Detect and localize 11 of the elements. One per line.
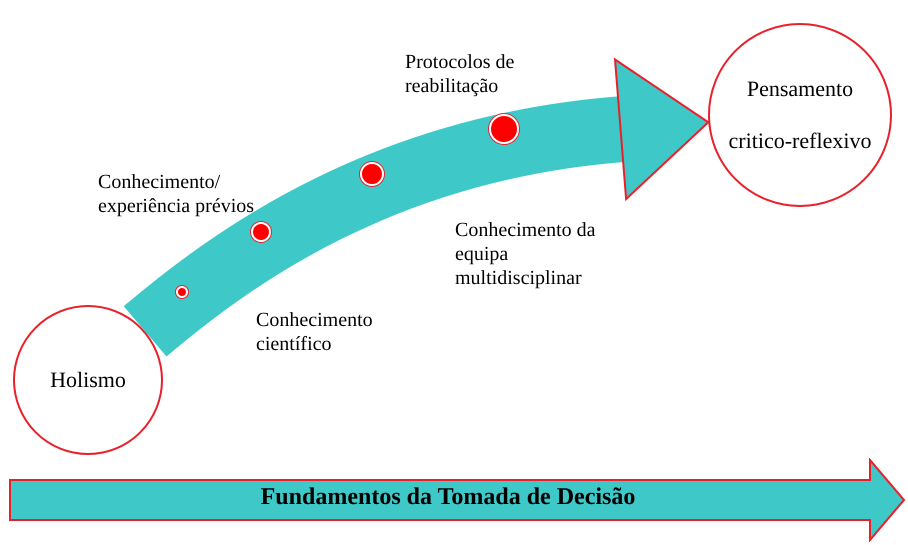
annotation-text: Conhecimento/ experiência prévios xyxy=(98,170,256,218)
banner-title: Fundamentos da Tomada de Decisão xyxy=(260,484,636,511)
concept-label: Pensamento critico-reflexivo xyxy=(728,75,872,155)
concept-label: Holismo xyxy=(50,368,126,392)
annotation-text: Conhecimento científico xyxy=(256,308,374,356)
banner-arrow xyxy=(8,458,906,542)
annotation-text: Conhecimento da equipa multidisciplinar xyxy=(455,218,597,290)
milestone-dot xyxy=(250,222,271,242)
milestone-dot xyxy=(176,286,188,298)
curved-arrow xyxy=(124,58,709,357)
annotation-text: Protocolos de reabilitação xyxy=(405,50,516,98)
